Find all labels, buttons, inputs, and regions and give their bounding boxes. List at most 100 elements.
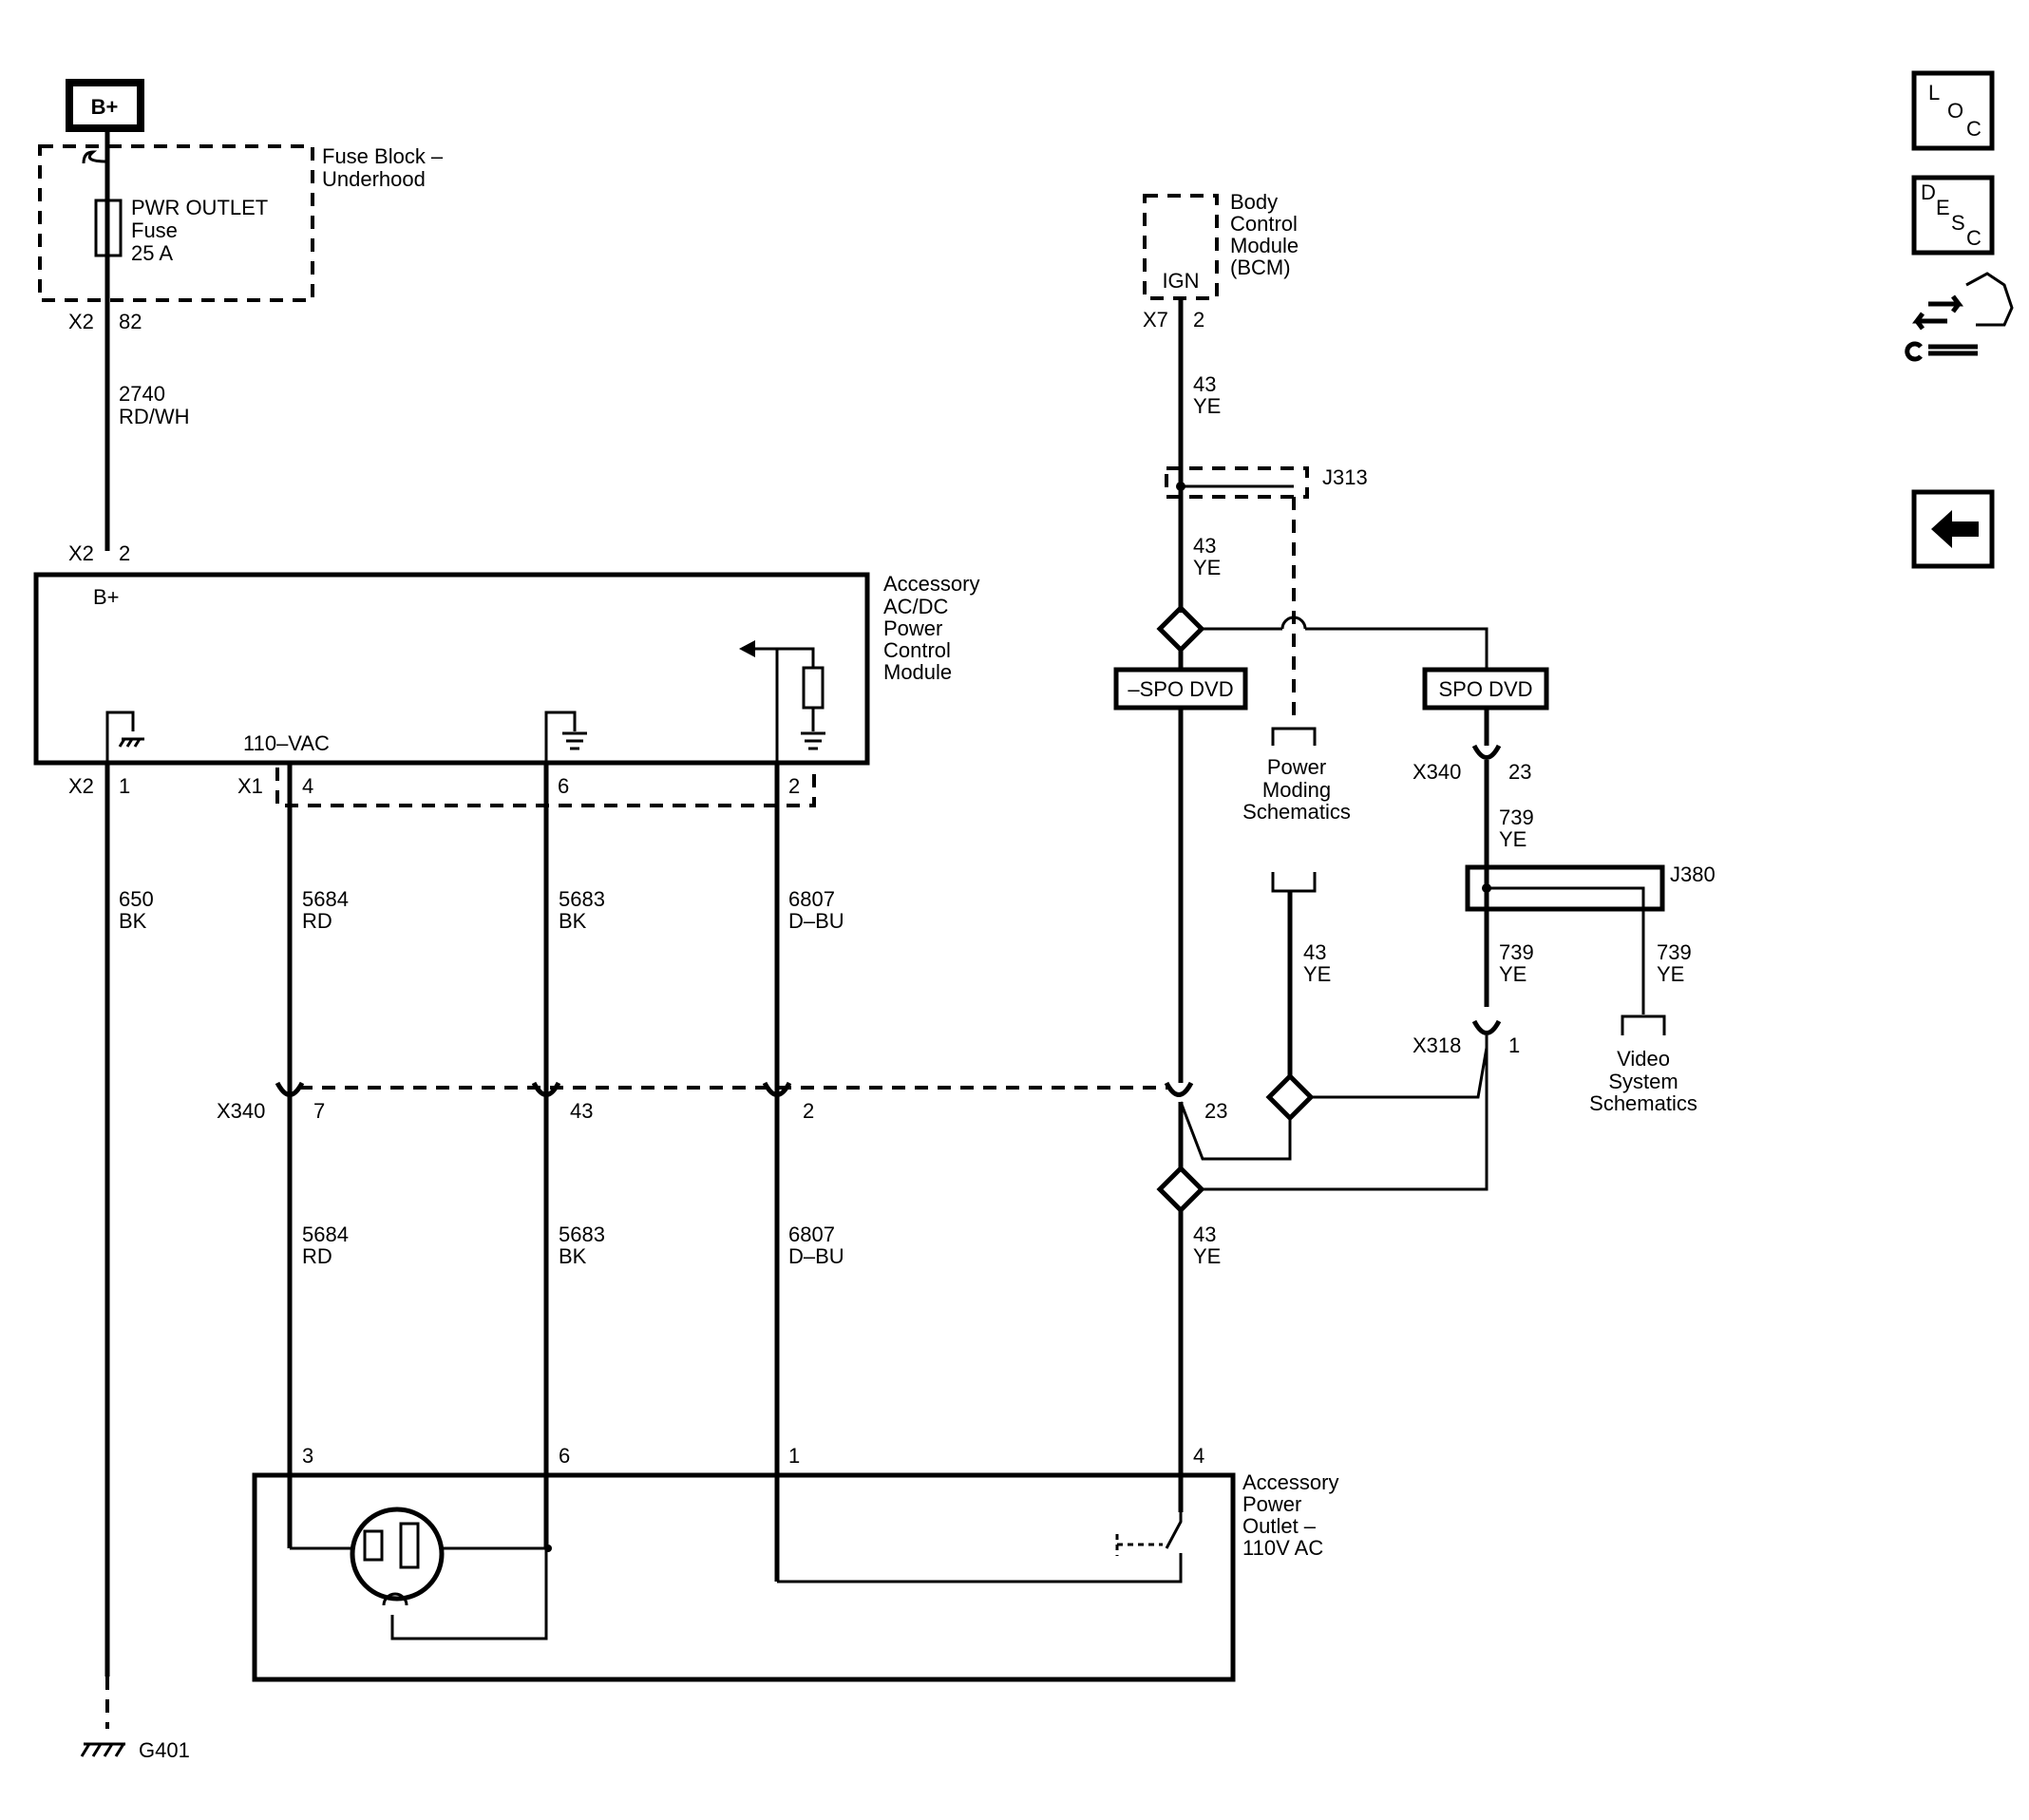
pm-wire-circuit: 43 bbox=[1303, 940, 1326, 964]
module-pin-6: 6 bbox=[558, 774, 569, 798]
bcm-name-2: Control bbox=[1230, 212, 1298, 236]
power-moding-3[interactable]: Schematics bbox=[1242, 800, 1351, 824]
power-moding-link[interactable]: Power Moding Schematics bbox=[1242, 727, 1351, 893]
module-name-1: Accessory bbox=[883, 572, 979, 596]
x318-pin: 1 bbox=[1508, 1033, 1520, 1057]
video-2[interactable]: System bbox=[1608, 1070, 1678, 1093]
pullup-resistor-icon bbox=[750, 647, 815, 763]
outlet-pin-3: 3 bbox=[302, 1444, 313, 1468]
option-spo-dvd: SPO DVD bbox=[1422, 667, 1549, 711]
chassis-ground-icon bbox=[105, 711, 135, 763]
wire-5683-lower-circuit: 5683 bbox=[559, 1223, 605, 1246]
j380-label: J380 bbox=[1670, 863, 1716, 886]
outlet-name-1: Accessory bbox=[1242, 1470, 1338, 1494]
ground-g401: G401 bbox=[80, 1738, 190, 1762]
x340-connector: X340 7 43 2 23 bbox=[217, 1081, 1227, 1123]
wire-2740-circuit: 2740 bbox=[119, 382, 165, 406]
splice-j380: J380 bbox=[1465, 863, 1716, 1014]
outlet-name-2: Power bbox=[1242, 1492, 1301, 1516]
wire-6807-circuit: 6807 bbox=[788, 887, 835, 911]
x340-pin-43: 43 bbox=[570, 1099, 593, 1123]
module-name-3: Power bbox=[883, 616, 942, 640]
ground-label: G401 bbox=[139, 1738, 190, 1762]
wire-6807-color: D–BU bbox=[788, 909, 844, 933]
accessory-power-outlet: 3 6 1 4 Accessory Power Outlet – 110V AC bbox=[252, 1444, 1338, 1682]
fuse-pin: 82 bbox=[119, 310, 142, 333]
option-no-spo-dvd: –SPO DVD bbox=[1113, 667, 1248, 711]
fuse-name: PWR OUTLET bbox=[131, 196, 268, 219]
wire-5684-circuit: 5684 bbox=[302, 887, 349, 911]
power-moding-2[interactable]: Moding bbox=[1262, 778, 1331, 802]
fuse-block-title-2: Underhood bbox=[322, 167, 426, 191]
splice-j313: J313 bbox=[1165, 465, 1368, 722]
desc-letter-e: E bbox=[1936, 196, 1950, 219]
loc-letter-l: L bbox=[1928, 81, 1940, 104]
wire-5683-lower-color: BK bbox=[559, 1244, 587, 1268]
wire-6807-lower-color: D–BU bbox=[788, 1244, 844, 1268]
bcm-name-3: Module bbox=[1230, 234, 1299, 257]
video-1[interactable]: Video bbox=[1617, 1047, 1670, 1071]
ign-wire-2-circuit: 43 bbox=[1193, 534, 1216, 558]
fuse-block-underhood: Fuse Block – Underhood PWR OUTLET Fuse 2… bbox=[38, 144, 444, 333]
x340-pin-2: 2 bbox=[803, 1099, 814, 1123]
j313-label: J313 bbox=[1322, 465, 1368, 489]
desc-button[interactable]: D E S C bbox=[1911, 175, 1995, 256]
outlet-name-3: Outlet – bbox=[1242, 1514, 1317, 1538]
x318-label: X318 bbox=[1413, 1033, 1461, 1057]
fuse-connector: X2 bbox=[68, 310, 94, 333]
dvd-wire-1-color: YE bbox=[1499, 827, 1526, 851]
outlet-pin-6: 6 bbox=[559, 1444, 570, 1468]
power-moding-1[interactable]: Power bbox=[1267, 755, 1326, 779]
back-button[interactable] bbox=[1911, 489, 1995, 569]
module-bplus: B+ bbox=[93, 585, 120, 609]
wire-6807-lower-circuit: 6807 bbox=[788, 1223, 835, 1246]
wire-5684-lower-circuit: 5684 bbox=[302, 1223, 349, 1246]
ground-icon bbox=[80, 1742, 125, 1757]
wire-43-lower-circuit: 43 bbox=[1193, 1223, 1216, 1246]
module-pin-4: 4 bbox=[302, 774, 313, 798]
pm-wire-color: YE bbox=[1303, 962, 1331, 986]
outlet-pin-1: 1 bbox=[788, 1444, 800, 1468]
dvd-wire-2-circuit: 739 bbox=[1499, 940, 1534, 964]
bcm-name-1: Body bbox=[1230, 190, 1278, 214]
bcm-ign: IGN bbox=[1162, 269, 1199, 293]
dvd-x340-pin: 23 bbox=[1508, 760, 1531, 784]
fuse-block-title: Fuse Block – bbox=[322, 144, 444, 168]
module-name-2: AC/DC bbox=[883, 595, 949, 618]
dvd-wire-1-circuit: 739 bbox=[1499, 806, 1534, 829]
wire-2740-color: RD/WH bbox=[119, 405, 190, 428]
dvd-wire-2-color: YE bbox=[1499, 962, 1526, 986]
desc-letter-s: S bbox=[1951, 211, 1965, 235]
module-vac-label: 110–VAC bbox=[243, 731, 330, 755]
fuse-rating: 25 A bbox=[131, 241, 173, 265]
wire-650-color: BK bbox=[119, 909, 147, 933]
repair-hand-icon[interactable] bbox=[1905, 272, 2014, 362]
module-pin-2: 2 bbox=[788, 774, 800, 798]
desc-letter-d: D bbox=[1921, 180, 1936, 204]
door-switch-icon bbox=[1115, 1534, 1163, 1556]
wire-5683-circuit: 5683 bbox=[559, 887, 605, 911]
ac-dc-power-control-module: B+ Accessory AC/DC Power Control Module … bbox=[33, 572, 979, 766]
video-system-link[interactable]: Video System Schematics bbox=[1589, 1014, 1697, 1115]
ac-socket-icon bbox=[350, 1507, 445, 1602]
module-name-5: Module bbox=[883, 660, 952, 684]
outlet-pin-4: 4 bbox=[1193, 1444, 1204, 1468]
module-conn-top: X2 bbox=[68, 541, 94, 565]
bplus-source: B+ bbox=[66, 79, 144, 132]
x340-pin-7: 7 bbox=[313, 1099, 325, 1123]
wire-5684-lower-color: RD bbox=[302, 1244, 332, 1268]
bcm-pin: 2 bbox=[1193, 308, 1204, 332]
loc-button[interactable]: L O C bbox=[1911, 70, 1995, 151]
bplus-label: B+ bbox=[91, 95, 119, 119]
fuse-icon bbox=[94, 199, 123, 257]
module-conn-x2: X2 bbox=[68, 774, 94, 798]
outlet-name-4: 110V AC bbox=[1242, 1536, 1323, 1560]
module-name-4: Control bbox=[883, 638, 951, 662]
video-3[interactable]: Schematics bbox=[1589, 1091, 1697, 1115]
wire-43-lower-color: YE bbox=[1193, 1244, 1221, 1268]
module-pin-top: 2 bbox=[119, 541, 130, 565]
wire-650-circuit: 650 bbox=[119, 887, 154, 911]
wire-5684-color: RD bbox=[302, 909, 332, 933]
loc-letter-o: O bbox=[1947, 99, 1963, 123]
dvd-wire-3-color: YE bbox=[1657, 962, 1684, 986]
